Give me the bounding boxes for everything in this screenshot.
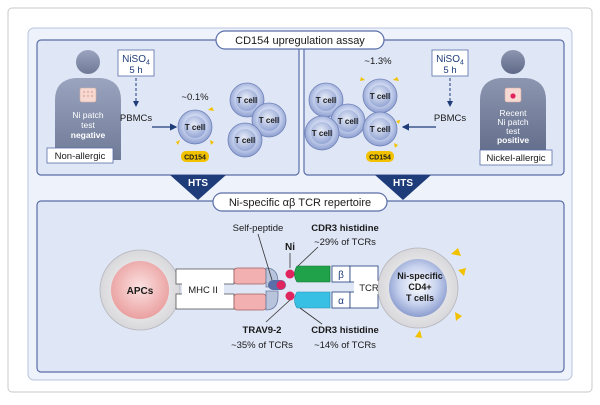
ni-ion-icon <box>285 269 295 279</box>
tcr-beta-chain <box>294 265 379 283</box>
left-patch-result: negative <box>71 130 106 140</box>
top-title: CD154 upregulation assay <box>235 35 365 47</box>
left-pbmc-label: PBMCs <box>120 113 152 124</box>
left-time-label: 5 h <box>129 65 142 76</box>
left-niso4-box <box>117 49 155 77</box>
beta-label: β <box>338 270 344 281</box>
tcr-label-bg <box>354 281 384 294</box>
cdr3-top-pct: ~29% of TCRs <box>314 237 376 248</box>
apc-label: APCs <box>127 286 154 297</box>
self-peptide-label: Self-peptide <box>233 223 284 234</box>
cdr3-top-leader <box>297 246 319 267</box>
left-t-cell-3-label: T cell <box>259 116 279 125</box>
cdr3-top-title: CDR3 histidine <box>311 223 379 234</box>
tcell-line2: CD4+ <box>408 282 431 292</box>
left-t-cell-2-label: T cell <box>237 96 257 105</box>
left-percent: ~0.1% <box>181 92 209 103</box>
tcr-label: TCR <box>359 283 379 294</box>
right-percent: ~1.3% <box>364 56 392 67</box>
right-activated-t-cell-top <box>360 77 399 114</box>
right-activated-t-cell <box>362 111 400 148</box>
right-patch-line3: test <box>506 126 520 136</box>
left-hts-label: HTS <box>188 178 208 189</box>
right-t-cell-top-label: T cell <box>370 92 390 101</box>
tcr-alpha-chain <box>294 291 379 309</box>
cdr3-bottom-title: CDR3 histidine <box>311 325 379 336</box>
mhc-ii-molecule <box>175 267 279 311</box>
right-pbmc-label: PBMCs <box>434 113 466 124</box>
ni-label: Ni <box>285 242 295 253</box>
right-t-cell-1 <box>308 82 344 118</box>
left-group-box <box>46 147 114 164</box>
left-t-cell-3 <box>251 102 287 138</box>
ni-ion-icon-3 <box>285 291 295 301</box>
left-drug-label: NiSO4 <box>122 54 150 67</box>
right-hts-arrow <box>375 175 431 200</box>
nickel-allergic-person-icon <box>480 50 546 160</box>
right-patch-line1: Recent <box>500 108 528 118</box>
right-t-cell-2-label: T cell <box>338 117 358 126</box>
left-patch-line2: test <box>81 120 95 130</box>
right-t-cell-3-label: T cell <box>312 129 332 138</box>
right-cd154-label: CD154 <box>369 155 391 162</box>
trav-title: TRAV9-2 <box>243 325 282 336</box>
trav-leader <box>265 299 291 323</box>
cdr3-bottom-pct: ~14% of TCRs <box>314 340 376 351</box>
trav-pct: ~35% of TCRs <box>231 340 293 351</box>
right-niso4-box <box>431 49 469 77</box>
ni-specific-t-cell <box>377 247 466 338</box>
left-activated-t-cell <box>176 107 214 145</box>
patch-dots-icon <box>82 90 94 98</box>
top-title-pill <box>215 30 385 50</box>
bottom-title-pill <box>212 192 388 212</box>
mhc-label: MHC II <box>188 285 218 296</box>
ni-ion-icon-2 <box>276 280 286 290</box>
left-hts-arrow <box>170 175 226 200</box>
right-cd154-badge <box>366 151 394 162</box>
apc-cell <box>99 249 181 331</box>
mhc-label-bg <box>182 283 224 296</box>
self-peptide-leader <box>257 233 273 281</box>
tcell-line1: Ni-specific <box>397 271 443 281</box>
right-time-label: 5 h <box>443 65 456 76</box>
right-t-cell-1-label: T cell <box>316 96 336 105</box>
right-patch-result: positive <box>497 135 529 145</box>
right-drug-label: NiSO4 <box>436 54 464 67</box>
left-group-label: Non-allergic <box>55 151 106 162</box>
positive-reaction-icon <box>510 93 516 99</box>
left-cd154-badge <box>181 151 209 162</box>
right-t-cell-label: T cell <box>370 125 390 134</box>
right-patch-line2: Ni patch <box>497 117 528 127</box>
right-group-box <box>479 149 553 166</box>
right-hts-label: HTS <box>393 178 413 189</box>
left-patch-line1: Ni patch <box>72 110 103 120</box>
left-t-cell-4-label: T cell <box>235 136 255 145</box>
alpha-label: α <box>338 296 344 307</box>
left-t-cell-2 <box>229 82 265 118</box>
bottom-title: Ni-specific αβ TCR repertoire <box>229 197 371 209</box>
right-group-label: Nickel-allergic <box>486 153 545 164</box>
tcell-line3: T cells <box>406 293 434 303</box>
left-t-cell-4 <box>227 122 263 158</box>
right-t-cell-3 <box>304 115 340 151</box>
non-allergic-person-icon <box>55 50 121 160</box>
cdr3-bottom-leader <box>299 307 323 325</box>
left-t-cell-label: T cell <box>185 123 205 132</box>
left-cd154-label: CD154 <box>184 155 206 162</box>
